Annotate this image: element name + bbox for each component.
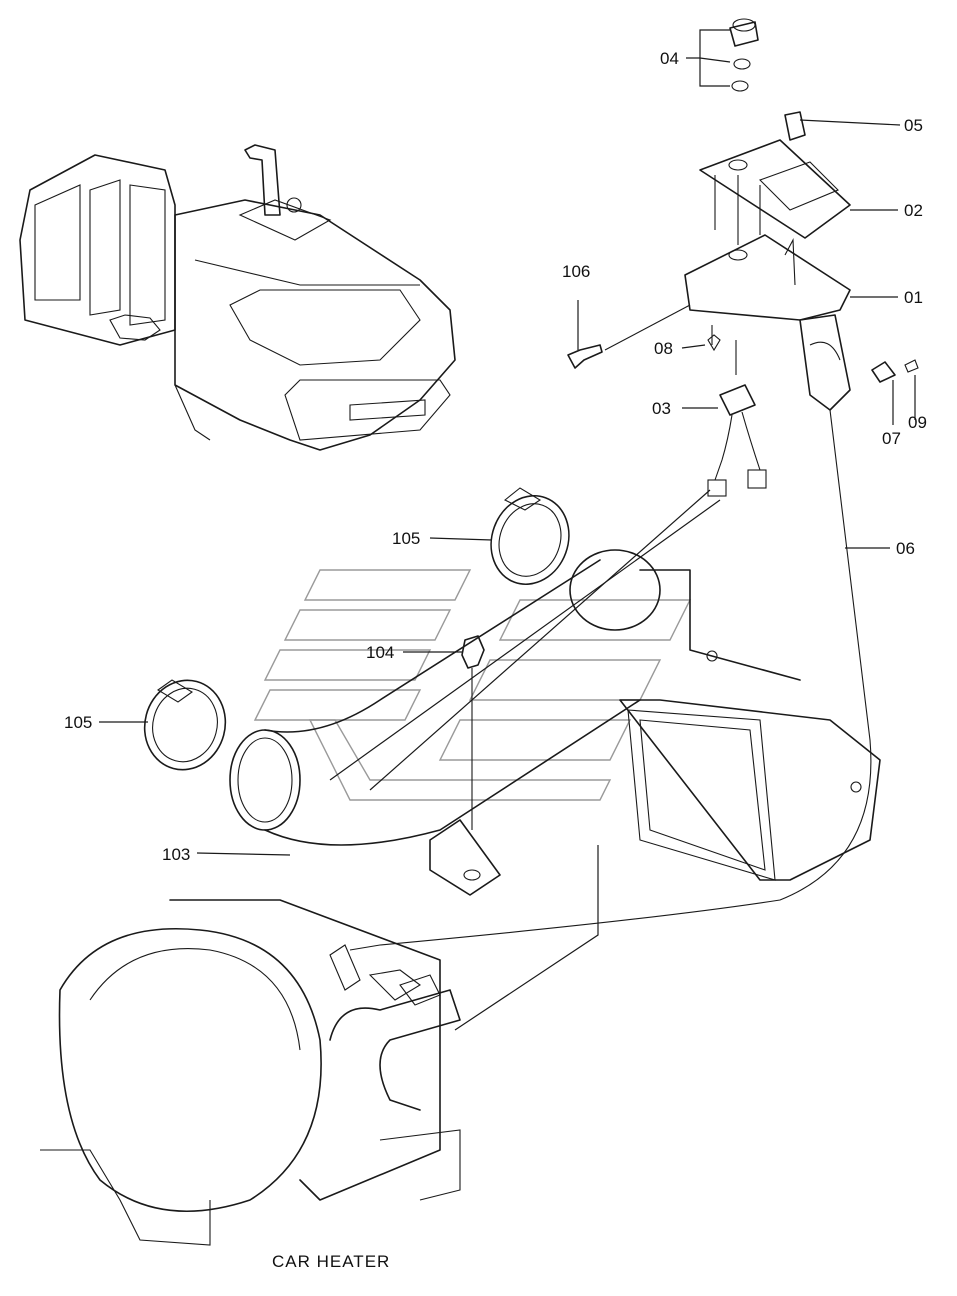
fasteners bbox=[567, 304, 919, 383]
callout-105-upper: 105 bbox=[392, 529, 420, 548]
callout-05: 05 bbox=[904, 116, 923, 135]
callout-105-lower: 105 bbox=[64, 713, 92, 732]
callout-06: 06 bbox=[896, 539, 915, 558]
callout-106: 106 bbox=[562, 262, 590, 281]
callout-07: 07 bbox=[882, 429, 901, 448]
air-duct bbox=[229, 549, 881, 896]
excavator-illustration bbox=[19, 144, 456, 451]
callout-03: 03 bbox=[652, 399, 671, 418]
callout-04: 04 bbox=[660, 49, 679, 68]
heater-unit bbox=[40, 899, 461, 1246]
callout-01: 01 bbox=[904, 288, 923, 307]
hose-clamp-upper bbox=[490, 487, 570, 586]
callout-103: 103 bbox=[162, 845, 190, 864]
callout-02: 02 bbox=[904, 201, 923, 220]
control-cable bbox=[349, 409, 872, 951]
bolt-104 bbox=[461, 635, 485, 669]
hose-clamp-lower bbox=[143, 679, 227, 771]
callout-08: 08 bbox=[654, 339, 673, 358]
switch-part bbox=[707, 384, 767, 497]
callout-104: 104 bbox=[366, 643, 394, 662]
diagram-caption: CAR HEATER bbox=[272, 1252, 390, 1271]
control-panel-assembly bbox=[684, 18, 851, 411]
callout-09: 09 bbox=[908, 413, 927, 432]
callout-leaders bbox=[99, 29, 916, 856]
